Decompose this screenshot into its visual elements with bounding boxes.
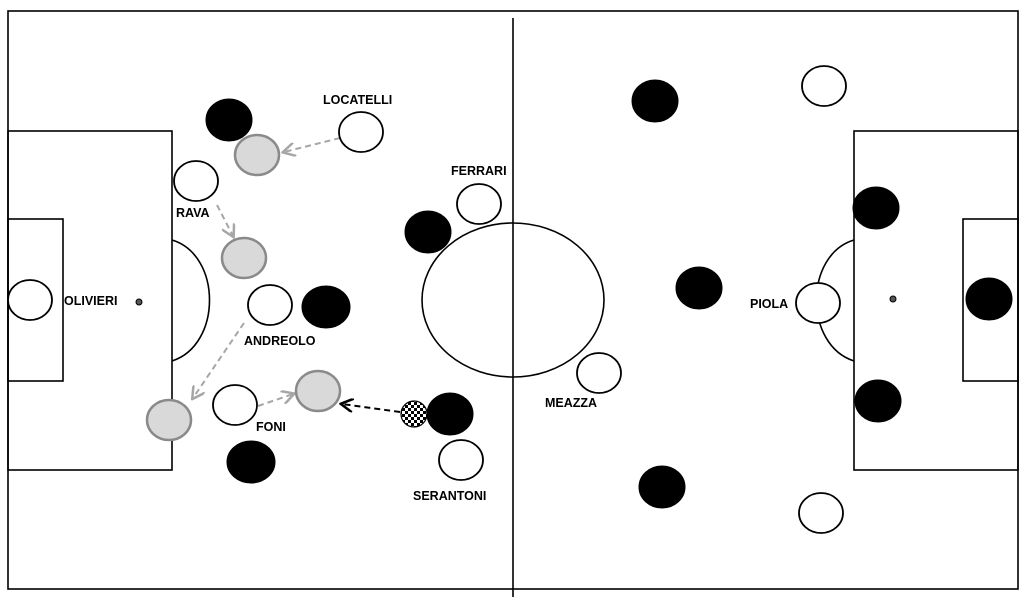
ghost-locatelli	[233, 133, 281, 177]
black-player	[638, 465, 686, 509]
player-ferrari	[456, 183, 502, 225]
black-player	[426, 392, 474, 436]
checkered-ball-icon	[400, 400, 428, 428]
player-andreolo	[247, 284, 293, 326]
player-foni	[212, 384, 258, 426]
black-player	[205, 98, 253, 142]
black-team	[205, 79, 1013, 509]
black-player	[852, 186, 900, 230]
label-piola: PIOLA	[750, 297, 788, 311]
right-goal-area	[962, 218, 1019, 382]
white-player	[798, 492, 844, 534]
player-locatelli	[338, 111, 384, 153]
pitch-markings	[7, 10, 1019, 597]
black-player	[675, 266, 723, 310]
black-player	[631, 79, 679, 123]
black-player	[404, 210, 452, 254]
arrow-andreolo-move	[193, 322, 245, 398]
arrow-locatelli-move	[284, 137, 341, 152]
ghost-rava	[220, 236, 268, 280]
black-player	[301, 285, 351, 329]
center-circle	[421, 222, 605, 378]
label-foni: FONI	[256, 420, 286, 434]
arrow-foni-move	[257, 394, 293, 407]
label-locatelli: LOCATELLI	[323, 93, 392, 107]
player-olivieri	[7, 279, 53, 321]
black-player	[226, 440, 276, 484]
label-olivieri: OLIVIERI	[64, 294, 117, 308]
player-labels: OLIVIERI LOCATELLI RAVA FERRARI ANDREOLO…	[64, 93, 788, 503]
player-piola	[795, 282, 841, 324]
label-ferrari: FERRARI	[451, 164, 507, 178]
ghost-foni	[294, 369, 342, 413]
player-serantoni	[438, 439, 484, 481]
black-player	[854, 379, 902, 423]
white-team	[7, 65, 847, 534]
arrow-rava-move	[216, 204, 233, 236]
label-serantoni: SERANTONI	[413, 489, 486, 503]
left-penalty-spot	[135, 298, 143, 306]
player-meazza	[576, 352, 622, 394]
label-andreolo: ANDREOLO	[244, 334, 316, 348]
arrow-ball-move	[342, 404, 401, 413]
left-penalty-arc	[171, 239, 211, 362]
right-penalty-spot	[889, 295, 897, 303]
label-meazza: MEAZZA	[545, 396, 597, 410]
player-rava	[173, 160, 219, 202]
ghost-andreolo	[145, 398, 193, 442]
white-player	[801, 65, 847, 107]
ghost-positions	[145, 133, 342, 442]
label-rava: RAVA	[176, 206, 210, 220]
black-goalkeeper	[965, 277, 1013, 321]
movement-arrows	[193, 137, 401, 413]
